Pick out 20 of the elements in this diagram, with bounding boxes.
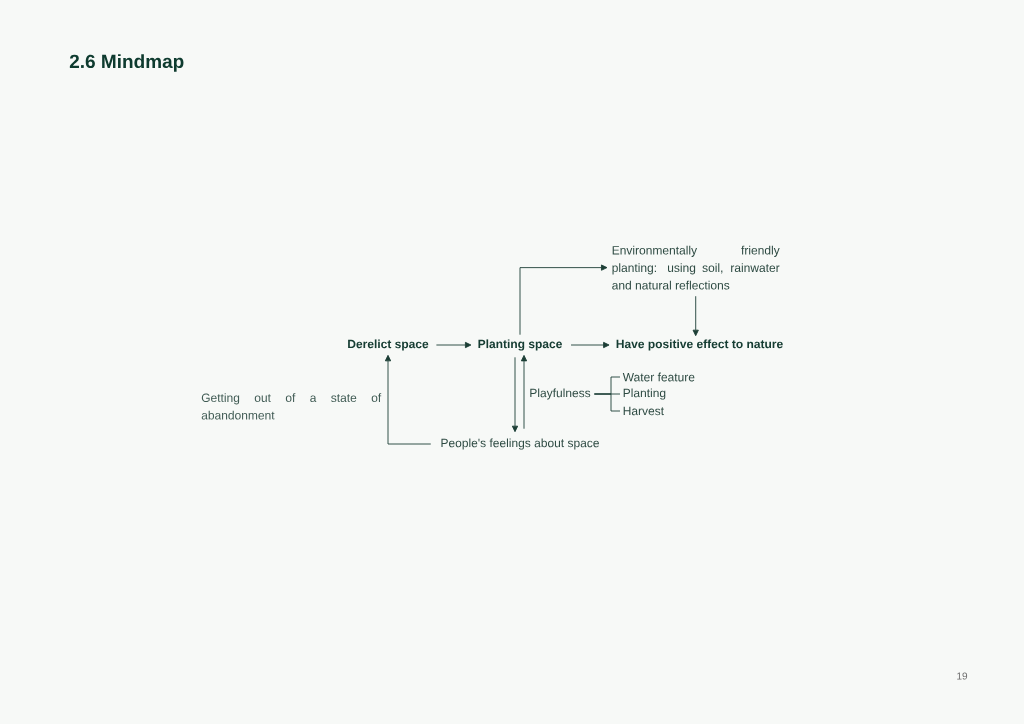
arrow	[435, 341, 472, 349]
list-item: Water feature	[622, 372, 695, 382]
heading: 2.6 Mindmap	[69, 54, 184, 72]
arrow	[384, 354, 432, 445]
list-item: Harvest	[623, 406, 664, 416]
page-number: 19	[957, 672, 968, 680]
connector-line	[593, 393, 621, 412]
list-item: Planting	[623, 388, 666, 400]
arrow	[519, 264, 608, 336]
note-text: Environmentally friendly planting: using soil, rainwater and natural reflections	[612, 245, 780, 290]
annotation-text: Getting out of a state of abandonment	[201, 393, 382, 420]
concept-label: Have positive effect to nature	[616, 339, 783, 351]
arrow	[511, 356, 519, 433]
arrow	[692, 295, 699, 337]
concept-label: Derelict space	[348, 339, 429, 351]
branch-label: Playfulness	[530, 388, 591, 400]
concept-label: People's feelings about space	[441, 438, 599, 450]
concept-label: Planting space	[478, 339, 562, 351]
arrow	[570, 341, 610, 349]
arrow	[520, 354, 528, 430]
